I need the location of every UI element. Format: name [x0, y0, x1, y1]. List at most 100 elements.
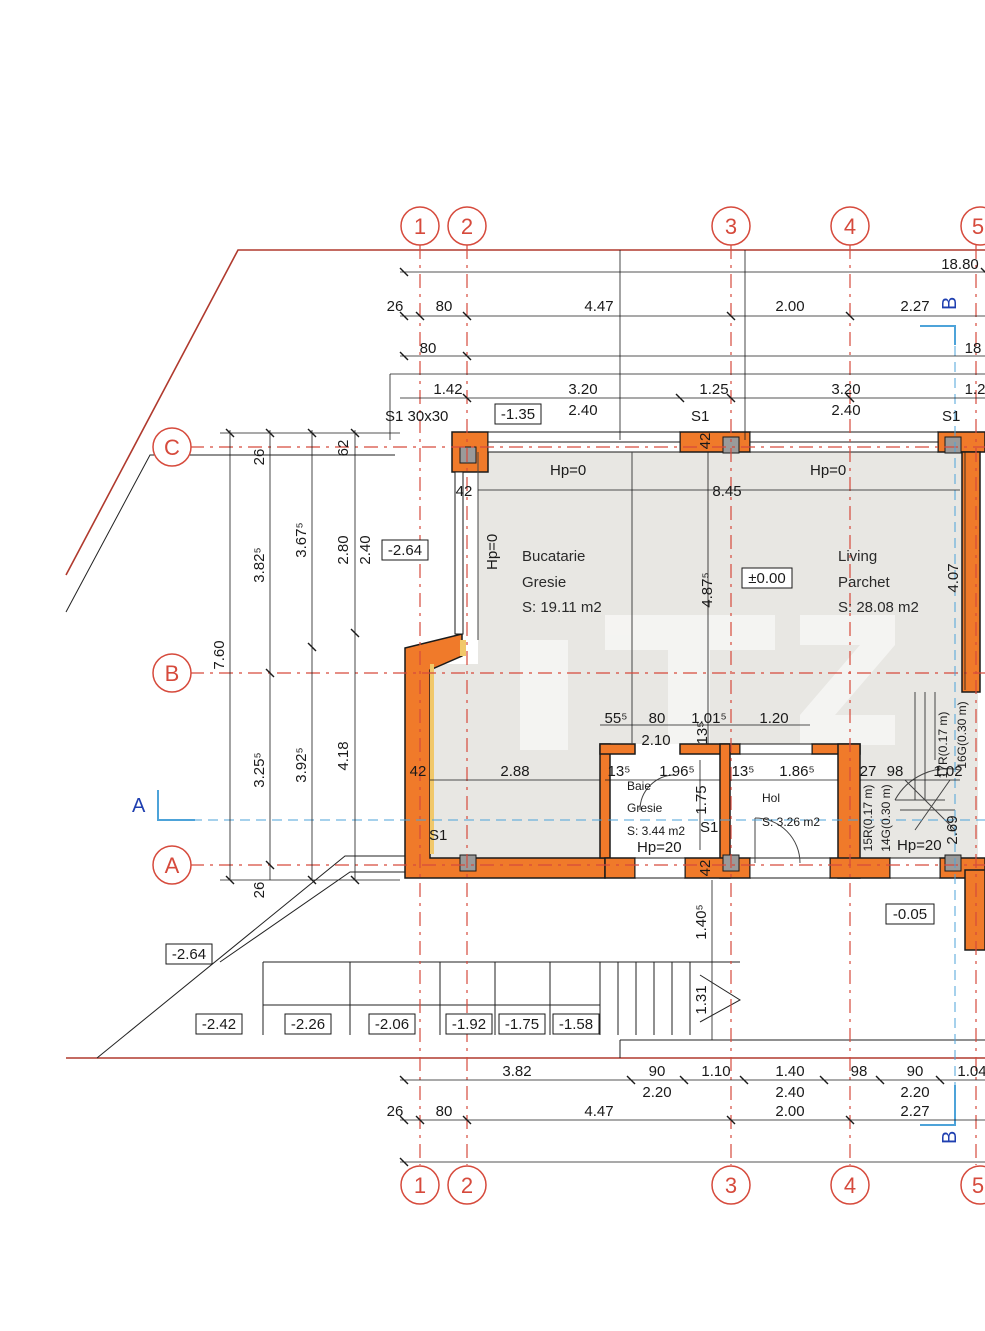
axis-label: 3	[725, 214, 737, 239]
column-label: S1	[700, 819, 718, 836]
dim-top: 2.00	[775, 298, 804, 315]
dim-inner: 1.20	[759, 710, 788, 727]
axis-label: A	[165, 853, 180, 878]
dim-inner: 2.69	[944, 815, 961, 844]
axis-label: 1	[414, 214, 426, 239]
dim-bottom: 2.27	[900, 1103, 929, 1120]
room-name: Bucatarie	[522, 548, 585, 565]
axis-label: B	[165, 661, 180, 686]
room-finish: Parchet	[838, 574, 891, 591]
room-area: S: 3.26 m2	[762, 815, 820, 829]
dim-left: 3.92⁵	[293, 747, 310, 782]
stair-label: 14G(0.30 m)	[879, 784, 893, 851]
level-value: ±0.00	[748, 570, 785, 587]
dim-inner: 42	[697, 860, 714, 877]
axis-label: C	[164, 435, 180, 460]
room-name: Baie	[627, 779, 651, 793]
dim-inner: 4.07	[945, 563, 962, 592]
axis-bubble-C: C	[152, 427, 192, 467]
dim-inner: 13⁵	[732, 763, 755, 780]
site-outline	[65, 249, 985, 1059]
section-mark-b-top	[920, 325, 956, 345]
watermark	[520, 615, 895, 750]
axis-bubble-2-bottom: 2	[447, 1165, 487, 1205]
dim-bottom: 1.40	[775, 1063, 804, 1080]
dim-left: 4.18	[335, 741, 352, 770]
column-label: S1 30x30	[385, 408, 448, 425]
dim-inner: 1.75	[693, 785, 710, 814]
dim-inner: 13⁵	[608, 763, 631, 780]
axis-bubble-B: B	[152, 653, 192, 693]
room-area: S: 3.44 m2	[627, 824, 685, 838]
dim-inner: 8.45	[712, 483, 741, 500]
section-mark-a	[157, 790, 195, 821]
dim-top: 18	[965, 340, 982, 357]
dim-left: 2.80	[335, 535, 352, 564]
dim-left: 3.25⁵	[251, 752, 268, 787]
room-area: S: 28.08 m2	[838, 599, 919, 616]
axis-bubble-5-bottom: 5	[960, 1165, 985, 1205]
dim-inner: 1.86⁵	[779, 763, 814, 780]
dim-left: 26	[251, 882, 268, 899]
column-label: S1	[429, 827, 447, 844]
level-box-floor: ±0.00	[741, 567, 793, 589]
level-box-right: -0.05	[885, 903, 935, 925]
dim-bottom: 3.82	[502, 1063, 531, 1080]
axis-bubble-5-top: 5	[960, 206, 985, 246]
dim-inner: 80	[649, 710, 666, 727]
dim-inner: 42	[697, 433, 714, 450]
dim-left: 2.40	[357, 535, 374, 564]
dim-inner: 1.96⁵	[659, 763, 694, 780]
section-label-a: A	[132, 795, 146, 817]
dim-top: 3.20	[831, 381, 860, 398]
height-label: Hp=0	[550, 462, 586, 479]
room-area: S: 19.11 m2	[522, 599, 602, 616]
axis-label: 1	[414, 1173, 426, 1198]
step-level: -1.58	[559, 1016, 593, 1033]
dim-top: 2.27	[900, 298, 929, 315]
level-value: -2.64	[388, 542, 422, 559]
dim-inner: 1.31	[693, 985, 710, 1014]
section-mark-b-bottom	[920, 1085, 956, 1126]
floor-area-stair	[860, 664, 978, 858]
dim-top: 1.42	[433, 381, 462, 398]
dim-top: 1.25	[699, 381, 728, 398]
axis-label: 2	[461, 1173, 473, 1198]
dim-bottom: 98	[851, 1063, 868, 1080]
axis-bubble-3-top: 3	[711, 206, 751, 246]
dim-bottom: 4.47	[584, 1103, 613, 1120]
dim-inner: 98	[887, 763, 904, 780]
dim-top: 80	[436, 298, 453, 315]
dim-bottom: 2.00	[775, 1103, 804, 1120]
walls	[404, 431, 985, 951]
dim-top: 3.20	[568, 381, 597, 398]
axis-label: 3	[725, 1173, 737, 1198]
dim-bottom: 90	[907, 1063, 924, 1080]
columns	[459, 436, 962, 872]
axis-bubble-2-top: 2	[447, 206, 487, 246]
dim-inner: 1.01⁵	[691, 710, 726, 727]
dim-left: 3.82⁵	[251, 547, 268, 582]
level-box-lower-left: -2.64	[165, 943, 213, 965]
step-levels: -2.42 -2.26 -2.06 -1.92 -1.75 -1.58	[195, 1013, 600, 1035]
level-value: -2.64	[172, 946, 206, 963]
dim-inner: 1.40⁵	[693, 904, 710, 939]
section-lines	[160, 330, 985, 1100]
step-level: -1.75	[505, 1016, 539, 1033]
dim-inner: 1.02	[933, 763, 962, 780]
dim-inner: 2.10	[641, 732, 670, 749]
dim-bottom: 1.10	[701, 1063, 730, 1080]
axis-label: 4	[844, 214, 856, 239]
dim-bottom: 80	[436, 1103, 453, 1120]
level-box-left: -2.64	[381, 539, 429, 561]
axis-bubble-1-bottom: 1	[400, 1165, 440, 1205]
section-label-b-bottom: B	[939, 1131, 961, 1144]
stair-label: 15R(0.17 m)	[861, 785, 875, 852]
step-level: -2.26	[291, 1016, 325, 1033]
dim-top: 1.2	[965, 381, 985, 398]
level-value: -1.35	[501, 406, 535, 423]
axis-bubble-3-bottom: 3	[711, 1165, 751, 1205]
axis-bubble-A: A	[152, 845, 192, 885]
column-label: S1	[691, 408, 709, 425]
